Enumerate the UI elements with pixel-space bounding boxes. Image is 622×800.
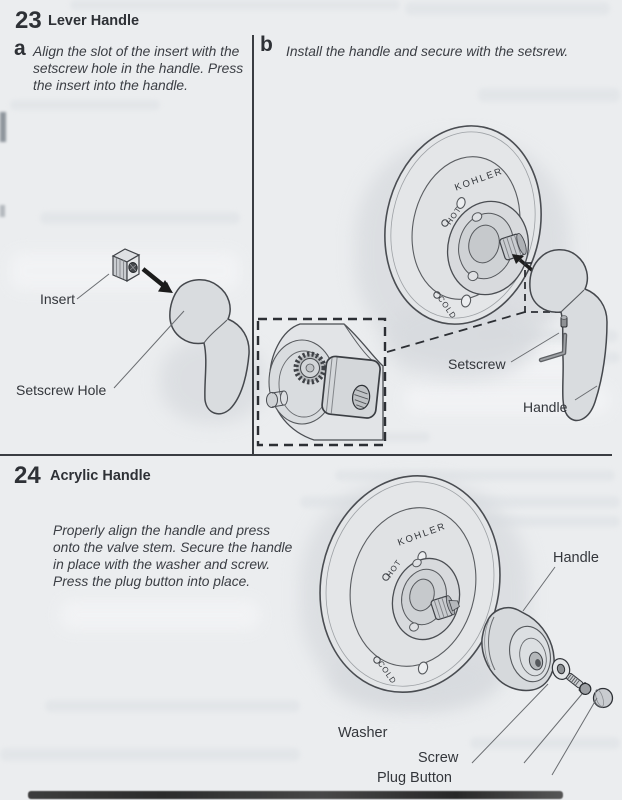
screw-label: Screw — [418, 750, 459, 766]
setscrew-label: Setscrew — [448, 356, 506, 372]
trim-plate: KOHLER HOT COLD — [319, 474, 501, 694]
closeup-inset — [256, 317, 387, 447]
handle-label: Handle — [523, 399, 568, 415]
step-b-instructions: Install the handle and secure with the s… — [286, 44, 569, 59]
section-divider — [0, 454, 612, 456]
screw-part — [566, 672, 592, 696]
handle-callout-line — [574, 385, 598, 401]
direction-arrow-icon — [141, 267, 173, 293]
whiteout-streak — [60, 600, 260, 630]
mounting-hole — [456, 197, 466, 209]
bleed-through-blob — [45, 700, 300, 712]
insert-part — [111, 248, 141, 283]
bleed-through-blob — [70, 0, 400, 10]
insert-closeup — [321, 355, 381, 419]
bleed-through-blob — [478, 88, 620, 102]
zoom-link-line — [386, 311, 526, 353]
bleed-through-blob — [470, 737, 620, 749]
handle-callout-line — [522, 566, 556, 612]
valve-stem — [499, 232, 527, 261]
washer-part — [551, 658, 571, 680]
bleed-through-blob — [40, 212, 240, 224]
splined-stem-gear — [293, 351, 327, 385]
washer-label: Washer — [338, 725, 388, 741]
lever-handle-part — [529, 249, 608, 422]
section-24-instructions: Properly align the handle and press onto… — [53, 523, 293, 589]
section-24-title: Acrylic Handle — [50, 468, 151, 484]
mounting-hole — [417, 661, 429, 675]
section-24-number: 24 — [14, 462, 41, 489]
setscrew-hole-boss — [266, 390, 288, 408]
bleed-through-blob — [0, 748, 300, 761]
section-23-number: 23 — [15, 7, 42, 34]
bleed-through-blob — [405, 2, 610, 15]
setscrew-callout-line — [510, 332, 560, 363]
plug-button-label: Plug Button — [377, 770, 452, 786]
plug-button-part — [592, 687, 614, 709]
insert-label: Insert — [40, 291, 75, 307]
scan-edge-mark — [0, 112, 6, 142]
column-divider — [252, 35, 254, 455]
step-b-label: b — [260, 33, 273, 56]
step-a-instructions: Align the slot of the insert with the se… — [33, 44, 244, 93]
bleed-through-blob — [335, 470, 615, 481]
bleed-through-blob — [10, 100, 160, 110]
scan-edge-mark — [0, 205, 5, 217]
lever-handle-part — [169, 279, 250, 415]
setscrew-hole-label: Setscrew Hole — [16, 382, 106, 398]
mounting-hole — [460, 294, 472, 308]
scan-edge-band — [28, 791, 563, 799]
washer-callout-line — [471, 683, 549, 764]
hex-key-tool — [538, 332, 568, 363]
plug-button-callout-line — [551, 697, 598, 776]
insert-callout-line — [76, 273, 110, 300]
valve-stem — [430, 595, 460, 621]
diagram-acrylic-handle: KOHLER HOT COLD — [319, 474, 614, 786]
handle-label: Handle — [553, 550, 599, 566]
setscrew-hole-callout-line — [113, 310, 185, 389]
section-23-title: Lever Handle — [48, 13, 140, 29]
acrylic-handle-part — [481, 606, 555, 692]
diagram-install-handle: KOHLER HOT COLD — [256, 125, 608, 447]
screw-callout-line — [523, 693, 583, 764]
step-a-label: a — [14, 37, 26, 60]
setscrew-part — [560, 315, 568, 328]
diagram-insert-into-handle: Insert Setscrew Hole — [16, 248, 250, 415]
trim-plate: KOHLER HOT COLD — [384, 125, 542, 325]
